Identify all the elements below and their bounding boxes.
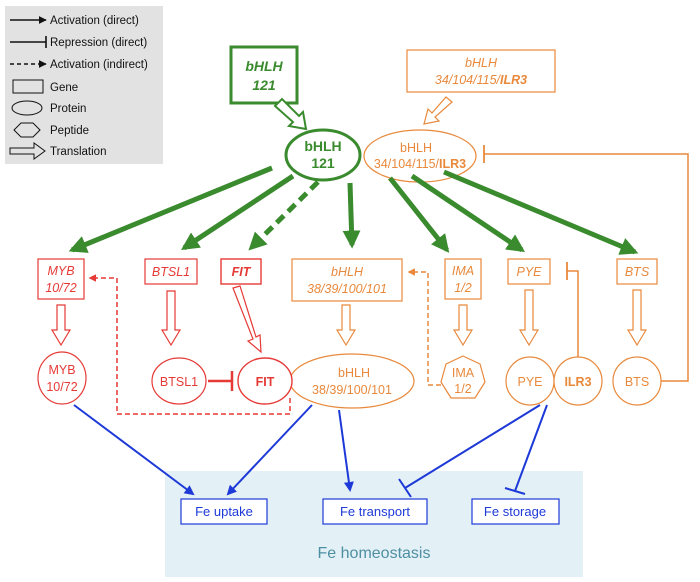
activation-arrow-to-bhlh38 bbox=[342, 182, 361, 249]
gene-bhlh34-box bbox=[406, 49, 556, 93]
repression-bts-to-bhlh34 bbox=[483, 145, 689, 382]
gene-fit-box bbox=[220, 258, 262, 285]
peptide-ima-line1: IMA bbox=[452, 366, 475, 380]
gene-bhlh38-line1: bHLH bbox=[331, 265, 364, 279]
gene-ima-line1: IMA bbox=[452, 264, 474, 278]
gene-pye-label: PYE bbox=[516, 265, 542, 279]
protein-bhlh38-ellipse bbox=[289, 353, 415, 409]
gene-fit-label: FIT bbox=[232, 265, 252, 279]
gene-bts-box bbox=[616, 258, 658, 285]
translation-arrow-btsl1 bbox=[160, 290, 182, 347]
translation-arrow-fit bbox=[232, 285, 262, 354]
fe-uptake-box bbox=[180, 498, 268, 525]
protein-myb-line1: MYB bbox=[48, 363, 75, 377]
protein-fit-ellipse bbox=[237, 357, 293, 405]
gene-btsl1-box bbox=[144, 258, 198, 285]
repression-btsl1-fit bbox=[208, 371, 234, 391]
translation-arrow-pye bbox=[518, 289, 540, 347]
edge-myb-to-fe-uptake bbox=[73, 404, 195, 496]
peptide-ima-shape bbox=[440, 355, 486, 399]
activation-arrow-to-fit bbox=[248, 180, 320, 251]
protein-fit-label: FIT bbox=[256, 375, 275, 389]
activation-arrow-to-pye bbox=[410, 173, 525, 253]
protein-shape-icon bbox=[11, 100, 43, 116]
fe-homeostasis-label: Fe homeostasis bbox=[318, 545, 431, 562]
repression-pye-to-fe-transport bbox=[398, 404, 541, 498]
legend-background bbox=[5, 6, 163, 164]
peptide-shape-icon bbox=[13, 122, 41, 138]
activation-arrow-to-bts bbox=[443, 169, 639, 255]
protein-bhlh121-line1: bHLH bbox=[304, 138, 341, 154]
gene-shape-icon bbox=[12, 79, 44, 94]
translation-arrow-myb bbox=[50, 304, 72, 347]
protein-bhlh34-ellipse bbox=[363, 129, 477, 183]
gene-bhlh121-line2: 121 bbox=[252, 77, 276, 93]
protein-bhlh121-line2: 121 bbox=[311, 155, 335, 171]
fe-transport-label: Fe transport bbox=[340, 504, 410, 519]
legend-gene: Gene bbox=[50, 82, 78, 94]
fe-transport-box bbox=[322, 498, 428, 525]
peptide-ima-line2: 1/2 bbox=[454, 382, 471, 396]
legend-translation: Translation bbox=[50, 146, 106, 158]
protein-bhlh38-line2: 38/39/100/101 bbox=[312, 383, 392, 397]
protein-bts-label: BTS bbox=[625, 375, 649, 389]
gene-bhlh121-line1: bHLH bbox=[245, 58, 283, 74]
fe-uptake-label: Fe uptake bbox=[195, 504, 253, 519]
indirect-activation-ima-to-bhlh38 bbox=[407, 268, 441, 386]
gene-bhlh38-box bbox=[291, 258, 403, 302]
protein-myb-ellipse bbox=[37, 351, 87, 405]
legend-activation-direct: Activation (direct) bbox=[50, 15, 139, 27]
translation-arrow-bhlh121 bbox=[273, 97, 308, 131]
protein-bhlh34-line1: bHLH bbox=[400, 141, 432, 155]
edge-bhlh38-to-fe-transport bbox=[338, 409, 354, 492]
legend: Activation (direct) Repression (direct) … bbox=[5, 6, 163, 164]
legend-repression-direct: Repression (direct) bbox=[50, 37, 147, 49]
repression-direct-icon bbox=[10, 36, 47, 48]
activation-arrow-to-ima bbox=[388, 176, 450, 253]
gene-ima-line2: 1/2 bbox=[454, 281, 471, 295]
gene-btsl1-label: BTSL1 bbox=[152, 265, 190, 279]
protein-btsl1-ellipse bbox=[151, 357, 207, 405]
gene-bhlh38-line2: 38/39/100/101 bbox=[307, 282, 387, 296]
fe-storage-box bbox=[471, 498, 560, 525]
fe-storage-label: Fe storage bbox=[484, 504, 546, 519]
activation-arrow-to-myb bbox=[68, 165, 273, 253]
protein-bhlh38-line1: bHLH bbox=[338, 366, 370, 380]
gene-myb-line2: 10/72 bbox=[45, 281, 76, 295]
gene-bhlh34-line1: bHLH bbox=[465, 56, 498, 70]
gene-bts-label: BTS bbox=[625, 265, 650, 279]
protein-btsl1-label: BTSL1 bbox=[160, 375, 198, 389]
protein-pye-label: PYE bbox=[517, 375, 542, 389]
translation-arrow-bhlh34 bbox=[423, 96, 453, 125]
edge-fit-to-fe-uptake bbox=[226, 404, 313, 496]
gene-pye-box bbox=[507, 258, 551, 285]
translation-arrow-ima bbox=[452, 304, 474, 347]
protein-bhlh34-line2: 34/104/115/ILR3 bbox=[374, 157, 466, 171]
gene-myb-box bbox=[37, 258, 85, 300]
legend-peptide: Peptide bbox=[50, 125, 89, 137]
translation-arrow-icon bbox=[9, 142, 46, 160]
gene-bhlh121-box bbox=[229, 45, 299, 105]
translation-arrow-bhlh38 bbox=[335, 304, 357, 347]
repression-pye-to-fe-storage bbox=[504, 404, 548, 495]
gene-myb-line1: MYB bbox=[47, 264, 74, 278]
activation-arrow-to-btsl1 bbox=[180, 173, 295, 251]
protein-bhlh121-ellipse bbox=[284, 128, 362, 182]
translation-arrow-bts bbox=[626, 289, 648, 347]
gene-ima-box bbox=[444, 258, 482, 300]
repression-ilr3-to-pye bbox=[566, 262, 579, 357]
legend-protein: Protein bbox=[50, 103, 86, 115]
gene-bhlh34-line2: 34/104/115/ILR3 bbox=[435, 73, 527, 87]
protein-ilr3-label: ILR3 bbox=[564, 375, 591, 389]
indirect-activation-bhlh38-to-myb bbox=[88, 274, 291, 415]
legend-activation-indirect: Activation (indirect) bbox=[50, 59, 148, 71]
protein-myb-line2: 10/72 bbox=[46, 380, 77, 394]
